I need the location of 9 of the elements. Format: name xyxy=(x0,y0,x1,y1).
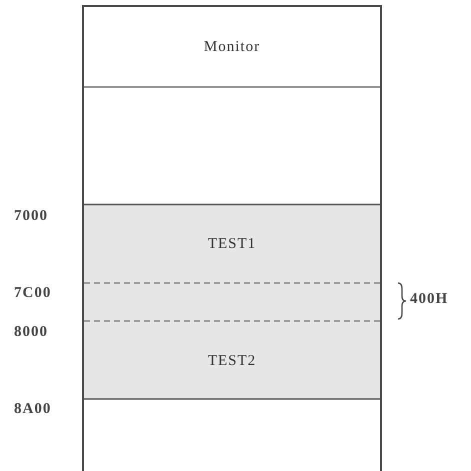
region-label: TEST2 xyxy=(208,352,256,370)
address-label: 8A00 xyxy=(14,401,52,418)
memory-map-column xyxy=(82,5,382,471)
address-label: 7C00 xyxy=(14,285,52,302)
region-label: TEST1 xyxy=(208,236,256,252)
address-label: 8000 xyxy=(14,324,48,341)
size-label: 400H xyxy=(410,291,448,308)
region-label: Monitor xyxy=(204,39,260,56)
address-label: 7000 xyxy=(14,208,48,225)
